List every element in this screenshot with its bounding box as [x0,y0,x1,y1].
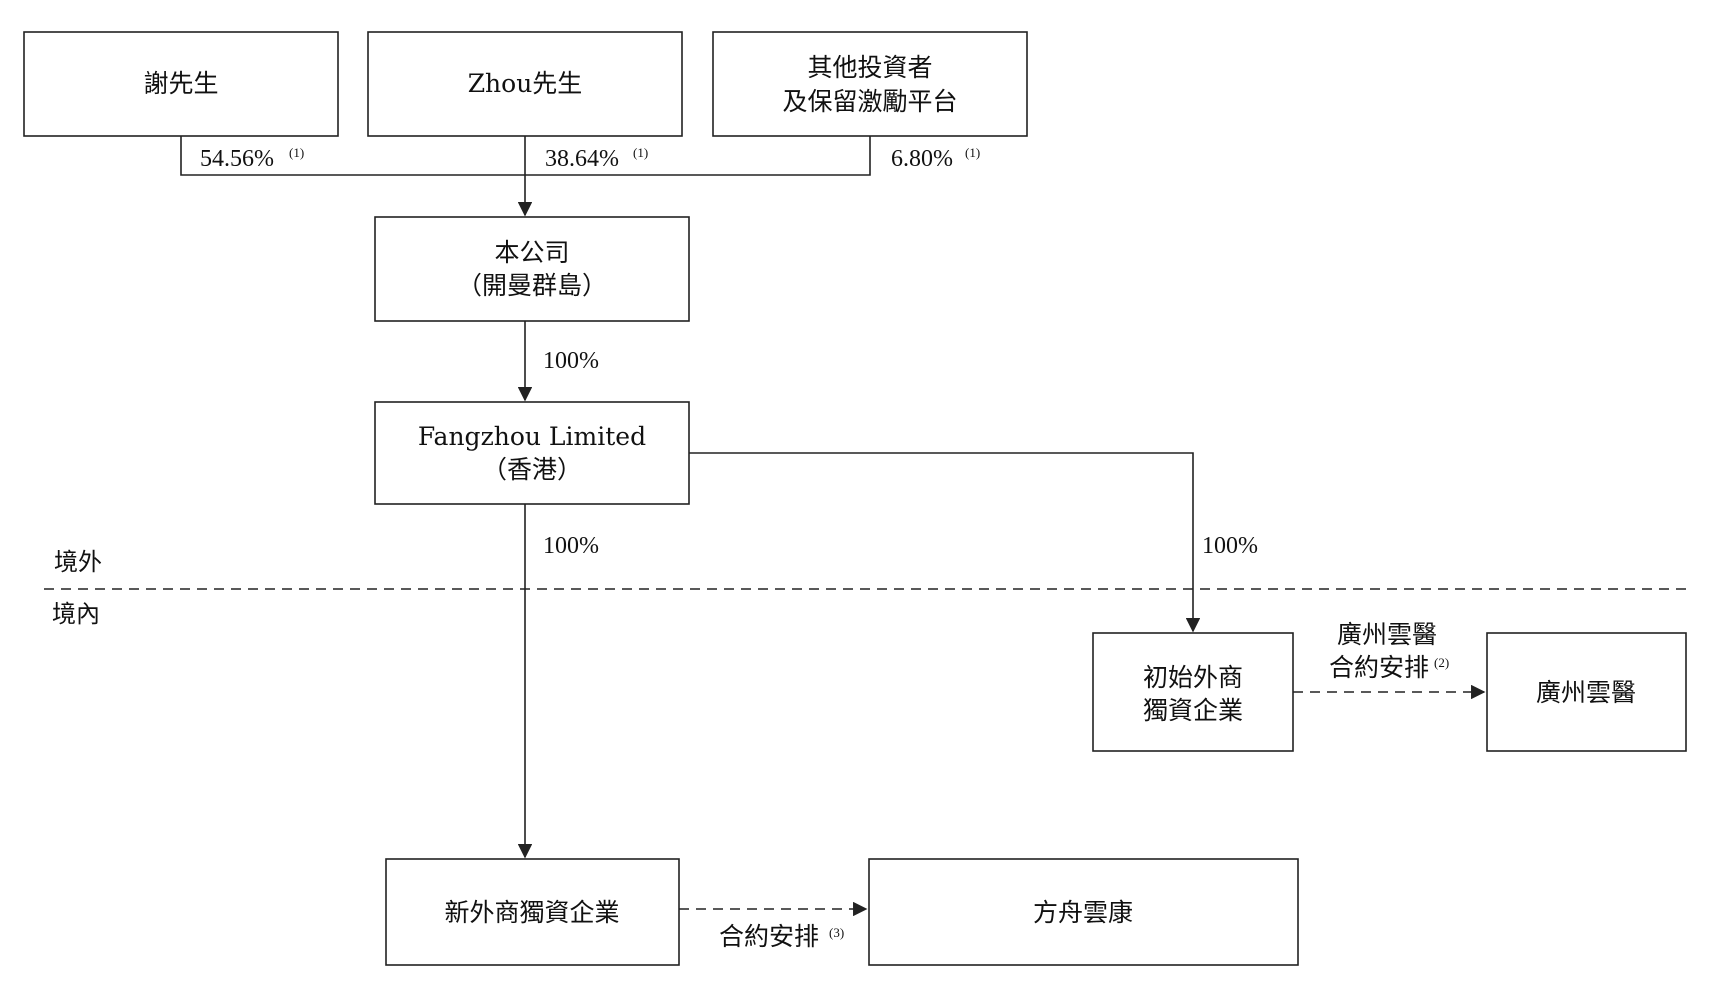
region-offshore: 境外 [54,548,102,576]
fangzhou-yunkang-box: 方舟雲康 [868,858,1299,966]
pct-company-to-hk: 100% [543,348,599,374]
gz-yunyi-label: 廣州雲醫 [1536,678,1636,707]
new-contract-note: (3) [829,925,844,940]
shareholder-connector [180,136,871,176]
gz-contract-line1: 廣州雲醫 [1337,620,1437,649]
hk-company-box: Fangzhou Limited （香港） [374,401,690,505]
arrow-to-initial-wfoe [689,452,1201,633]
shareholder-others-line2: 及保留激勵平台 [782,87,957,116]
pct-zhou-value: 38.64% [545,146,619,172]
shareholder-xie-label: 謝先生 [143,69,218,98]
shareholder-others-line1: 其他投資者 [807,53,932,82]
pct-zhou: 38.64% (1) [545,145,648,172]
gz-yunyi-box: 廣州雲醫 [1486,632,1687,752]
new-wfoe-label: 新外商獨資企業 [444,898,619,927]
initial-wfoe-line2: 獨資企業 [1143,696,1243,725]
shareholder-zhou-box: Zhou先生 [367,31,683,137]
hk-company-line1: Fangzhou Limited [418,422,646,451]
company-line2: （開曼群島） [457,271,607,300]
pct-xie: 54.56% (1) [200,145,304,172]
company-box: 本公司 （開曼群島） [374,216,690,322]
hk-company-line2: （香港） [482,455,582,484]
shareholder-xie-box: 謝先生 [23,31,339,137]
initial-wfoe-line1: 初始外商 [1143,663,1243,692]
pct-others-note: (1) [965,145,980,160]
gz-contract-line2: 合約安排 [1329,653,1429,682]
region-onshore: 境內 [52,600,100,628]
initial-wfoe-box: 初始外商 獨資企業 [1092,632,1294,752]
pct-others-value: 6.80% [891,146,953,172]
gz-contract-note: (2) [1434,655,1449,670]
pct-xie-note: (1) [289,145,304,160]
new-wfoe-box: 新外商獨資企業 [385,858,680,966]
fangzhou-yunkang-label: 方舟雲康 [1033,898,1133,927]
pct-hk-to-initial-wfoe: 100% [1202,533,1258,559]
pct-hk-to-new-wfoe: 100% [543,533,599,559]
company-line1: 本公司 [494,238,569,267]
pct-others: 6.80% (1) [891,145,980,172]
pct-xie-value: 54.56% [200,146,274,172]
new-contract-label: 合約安排 [719,922,819,951]
pct-zhou-note: (1) [633,145,648,160]
shareholder-zhou-label: Zhou先生 [468,69,583,98]
shareholder-others-box: 其他投資者 及保留激勵平台 [712,31,1028,137]
